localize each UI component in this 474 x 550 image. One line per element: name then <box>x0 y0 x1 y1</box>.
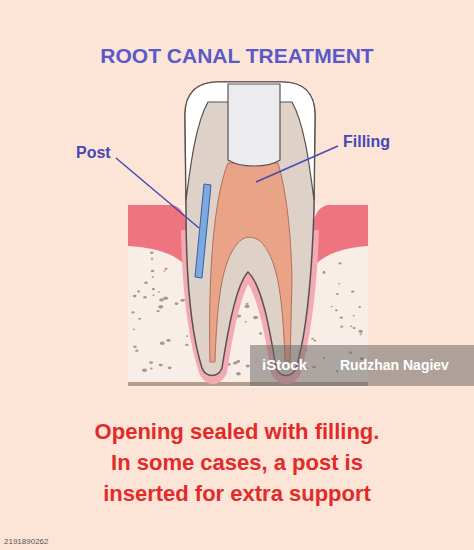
part-label: Filling <box>343 133 390 151</box>
gum <box>312 205 368 268</box>
bone-dot <box>160 342 165 345</box>
bone-dot <box>353 327 356 329</box>
bone-dot <box>322 272 325 274</box>
bone-dot <box>138 318 141 320</box>
leader-line <box>116 158 199 228</box>
watermark-band <box>250 345 474 386</box>
bone-dot <box>152 294 154 296</box>
watermark: Rudzhan Nagiev <box>340 357 449 373</box>
bone-dot <box>340 316 343 318</box>
bone-dot <box>158 291 160 293</box>
bone-dot <box>175 302 179 305</box>
bone-dot <box>150 368 153 370</box>
bone-dot <box>246 365 250 368</box>
bone-dot <box>351 290 354 292</box>
bone-dot <box>353 315 355 316</box>
bone-dot <box>259 332 262 334</box>
bone-dot <box>245 305 250 308</box>
bone-dot <box>133 346 136 348</box>
bone-dot <box>313 340 316 342</box>
bone-dot <box>245 305 249 308</box>
bone-dot <box>233 361 237 364</box>
bone-dot <box>163 297 168 300</box>
title: ROOT CANAL TREATMENT <box>100 44 373 68</box>
bone-dot <box>358 306 361 308</box>
watermark: iStock <box>262 356 307 373</box>
bone-dot <box>131 311 134 313</box>
bone-dot <box>338 283 340 284</box>
bone-dot <box>133 295 137 298</box>
bone-dot <box>158 305 163 309</box>
bone-dot <box>152 288 155 290</box>
bone-dot <box>150 251 154 254</box>
bone-dot <box>238 360 240 362</box>
bone-dot <box>236 372 241 375</box>
bone-dot <box>166 339 170 342</box>
bone-dot <box>152 276 154 278</box>
bone-dot <box>149 361 153 364</box>
bone-dot <box>185 344 188 346</box>
bone-dot <box>246 303 249 305</box>
bone-dot <box>135 349 138 351</box>
bone-dot <box>360 333 362 335</box>
bone-dot <box>159 364 163 367</box>
bone-dot <box>311 338 314 340</box>
bone-dot <box>340 326 343 328</box>
bone-dot <box>163 270 165 271</box>
bone-dot <box>331 306 333 308</box>
bone-dot <box>165 268 168 270</box>
bone-dot <box>151 270 155 272</box>
bone-dot <box>336 293 339 295</box>
bone-dot <box>159 298 164 301</box>
bone-dot <box>180 299 184 302</box>
part-label: Post <box>76 144 111 162</box>
bone-dot <box>144 282 148 285</box>
bone-dot <box>245 321 247 323</box>
filled-canal <box>210 163 292 362</box>
caption: Opening sealed with filling. In some cas… <box>87 416 387 509</box>
bone-dot <box>253 316 258 320</box>
bone-dot <box>133 328 135 330</box>
bone-dot <box>137 290 140 292</box>
gum <box>128 205 188 268</box>
bone-dot <box>358 330 363 333</box>
bone-dot <box>156 310 159 312</box>
bone-dot <box>151 258 154 260</box>
bone-dot <box>168 366 172 369</box>
bone-dot <box>338 262 341 264</box>
bone-dot <box>142 368 147 372</box>
bone-dot <box>186 335 189 337</box>
tooth-dentin <box>185 82 315 376</box>
bone-dot <box>350 325 352 327</box>
leader-line <box>256 146 338 182</box>
image-id: 2191890262 <box>4 537 49 546</box>
bone-dot <box>335 309 338 311</box>
post <box>195 184 211 278</box>
filling <box>228 84 280 166</box>
bone-dot <box>143 296 146 298</box>
